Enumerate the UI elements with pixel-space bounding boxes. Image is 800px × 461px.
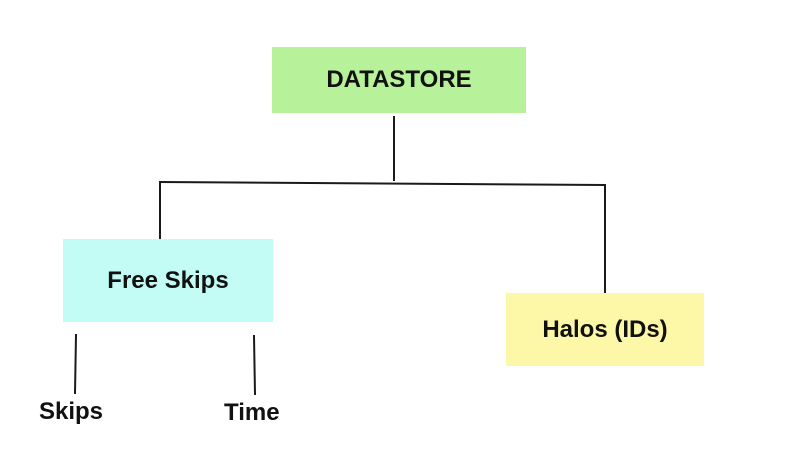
free-skips-node: Free Skips <box>63 239 273 322</box>
time-leaf-line <box>252 334 257 396</box>
free-skips-label: Free Skips <box>107 266 229 294</box>
halos-label: Halos (IDs) <box>542 315 668 343</box>
skips-leaf-line <box>73 333 78 395</box>
datastore-node: DATASTORE <box>272 47 526 113</box>
halos-node: Halos (IDs) <box>506 293 704 366</box>
skips-leaf-label: Skips <box>39 398 104 425</box>
datastore-label: DATASTORE <box>326 66 472 93</box>
branch-bar <box>158 180 607 187</box>
time-leaf-label: Time <box>224 399 280 426</box>
